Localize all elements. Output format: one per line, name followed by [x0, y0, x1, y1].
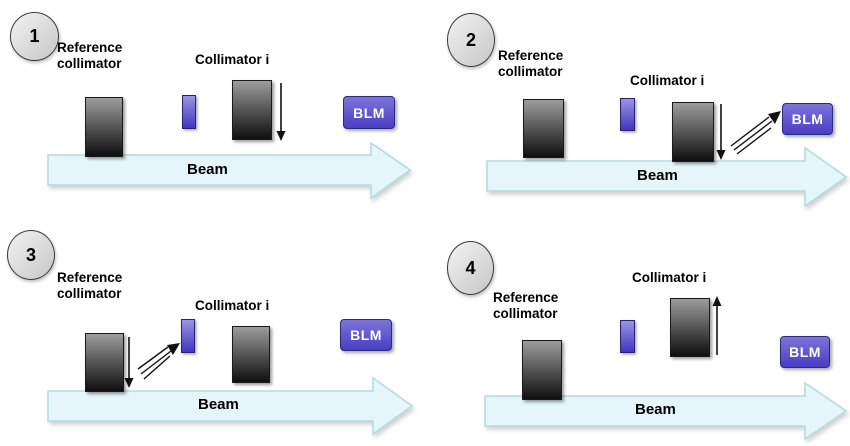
reference-collimator-block — [523, 99, 564, 158]
beam-arrow — [47, 141, 412, 200]
panel-4: 4 Reference collimator Collimator i BLM … — [425, 223, 850, 446]
panel-2: 2 Reference collimator Collimator i BLM … — [425, 0, 850, 223]
panel-4-graphics — [484, 296, 848, 441]
small-collimator-jaw — [181, 319, 195, 353]
collimator-i-label: Collimator i — [630, 73, 705, 88]
step-number-badge: 2 — [447, 13, 495, 67]
collimator-i-block — [232, 80, 272, 140]
reference-collimator-label: Reference collimator — [493, 290, 559, 322]
panel-1-graphics — [47, 83, 412, 200]
move-down-arrow — [276, 83, 286, 141]
beam-label: Beam — [187, 161, 228, 178]
reference-collimator-block — [85, 333, 124, 392]
beam-label: Beam — [635, 401, 676, 418]
collimator-i-label: Collimator i — [195, 298, 270, 313]
panel-1: 1 Reference collimator Collimator i BLM … — [0, 0, 425, 223]
blm-box: BLM — [780, 336, 830, 368]
blm-box: BLM — [343, 96, 395, 129]
particle-shower-arrow — [730, 111, 781, 155]
panel-3: 3 Reference collimator Collimator i BLM … — [0, 223, 425, 446]
particle-shower-arrow — [137, 343, 180, 380]
reference-collimator-block — [522, 340, 562, 400]
collimator-i-block — [232, 326, 270, 383]
beam-arrow — [47, 376, 414, 436]
move-up-arrow — [712, 296, 722, 355]
reference-collimator-label: Reference collimator — [498, 48, 564, 80]
beam-label: Beam — [637, 167, 678, 184]
panel-3-graphics — [47, 337, 414, 436]
reference-collimator-label: Reference collimator — [57, 40, 123, 72]
small-collimator-jaw — [620, 98, 635, 131]
move-down-arrow — [124, 337, 134, 388]
step-number-badge: 3 — [7, 230, 55, 280]
collimator-i-label: Collimator i — [195, 52, 270, 67]
beam-label: Beam — [198, 396, 239, 413]
collimator-i-label: Collimator i — [632, 270, 707, 285]
reference-collimator-label: Reference collimator — [57, 270, 123, 302]
step-number-badge: 4 — [447, 241, 494, 295]
beam-arrow — [484, 381, 848, 441]
collimator-i-block — [670, 298, 710, 357]
collimator-i-block — [672, 102, 714, 162]
beam-arrow — [486, 146, 848, 208]
blm-box: BLM — [782, 103, 833, 135]
panel-2-graphics — [486, 104, 848, 208]
move-down-arrow — [716, 104, 726, 160]
reference-collimator-block — [85, 97, 123, 157]
small-collimator-jaw — [182, 95, 196, 129]
small-collimator-jaw — [620, 320, 635, 353]
step-number-badge: 1 — [10, 12, 59, 61]
blm-box: BLM — [340, 319, 392, 351]
